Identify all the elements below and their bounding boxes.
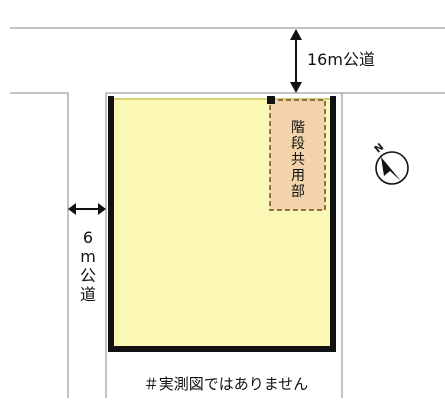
north-arrow-icon: N [373,142,409,185]
stair-area-label-char: 段 [291,136,305,152]
stair-area-label-char: 共 [291,152,305,168]
stair-area-label-char: 部 [291,184,305,200]
stair-area-label: 階 段 共 用 部 [291,120,305,200]
lot-wall-top-left [108,96,114,102]
lot-wall-right [330,96,336,352]
west-road-width-arrow [68,203,106,215]
lot-wall-top-notch [267,96,275,104]
stair-area-label-char: 用 [291,168,305,184]
west-road-label-char: 公 [80,266,96,285]
stair-area-label-char: 階 [291,120,305,136]
stair-common-area [269,99,326,211]
north-road-bottom-edge [10,92,69,398]
lot-wall-bottom [108,346,336,352]
north-road-width-arrow [290,29,302,93]
west-road-label-char: m [80,247,96,266]
lot-wall-left [108,96,114,352]
west-road-label-char: 道 [80,285,96,304]
north-road-label: 16m公道 [307,50,375,69]
disclaimer-note: ＃実測図ではありません [144,375,309,393]
lot-outer-outline [105,92,343,398]
west-road-label-char: 6 [83,228,93,247]
west-road-label: 6 m 公 道 [80,228,96,304]
